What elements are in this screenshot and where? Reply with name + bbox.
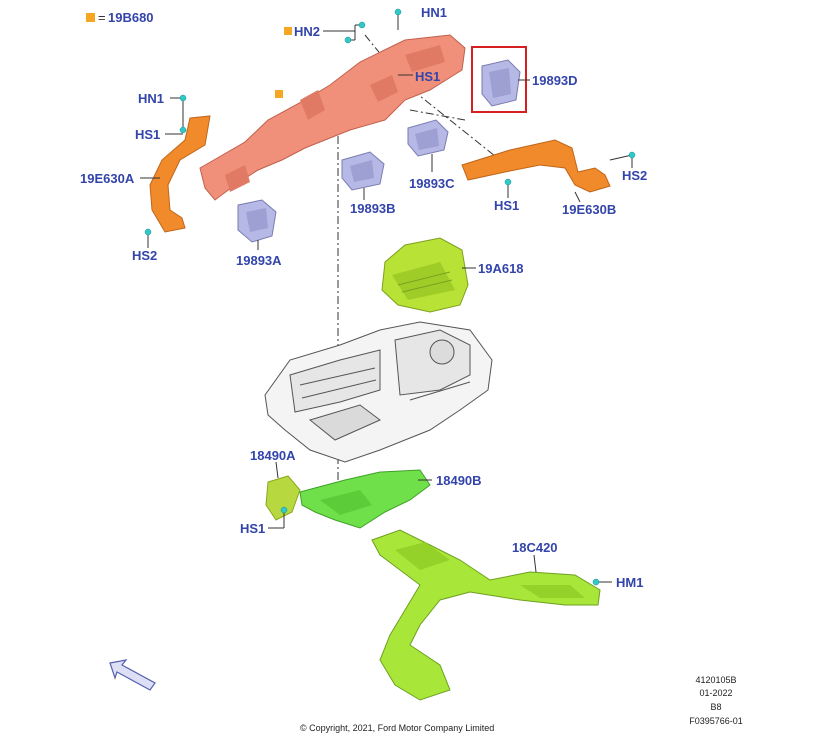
label-hs1-left: HS1 — [135, 127, 161, 142]
fasteners — [144, 8, 636, 586]
label-19893A: 19893A — [236, 253, 282, 268]
label-hs1-top: HS1 — [415, 69, 441, 84]
label-19A618: 19A618 — [478, 261, 524, 276]
duct-18490A — [265, 475, 301, 521]
vent-19893C — [407, 119, 449, 157]
left-duct-19E630A — [149, 115, 211, 233]
right-duct-19E630B — [461, 139, 611, 193]
label-18490B: 18490B — [436, 473, 482, 488]
label-hn2: HN2 — [294, 24, 321, 39]
reference-line1: 4120105B — [695, 675, 737, 685]
label-18C420: 18C420 — [512, 540, 558, 555]
label-19893C: 19893C — [409, 176, 455, 191]
label-18490A: 18490A — [250, 448, 296, 463]
label-19893B: 19893B — [350, 201, 396, 216]
legend-part: 19B680 — [108, 10, 154, 25]
label-hm1: HM1 — [616, 575, 644, 590]
label-hs1-mid: HS1 — [494, 198, 520, 213]
vent-19893B — [341, 151, 385, 191]
label-19893D: 19893D — [532, 73, 578, 88]
floor-duct-18C420 — [371, 529, 601, 701]
label-19E630B: 19E630B — [562, 202, 617, 217]
vent-19893A — [237, 199, 277, 243]
duct-18490B — [299, 469, 431, 529]
reference-line3: B8 — [710, 702, 722, 712]
label-hs2-right: HS2 — [622, 168, 648, 183]
label-19E630A: 19E630A — [80, 171, 135, 186]
label-hn1-top: HN1 — [421, 5, 448, 20]
legend-marker-duct — [275, 90, 283, 98]
vent-19893D — [481, 59, 521, 107]
label-hn1-left: HN1 — [138, 91, 165, 106]
hvac-housing — [264, 321, 493, 463]
legend-symbol: = — [98, 10, 106, 25]
reference-line2: 01-2022 — [699, 688, 733, 698]
blower-19A618 — [381, 237, 469, 313]
label-hs1-low: HS1 — [240, 521, 266, 536]
legend-marker-hn2 — [284, 27, 292, 35]
label-hs2-left: HS2 — [132, 248, 158, 263]
legend-square-icon — [86, 13, 95, 22]
reference-line4: F0395766-01 — [689, 716, 743, 726]
direction-arrow-icon — [109, 659, 156, 691]
copyright-text: © Copyright, 2021, Ford Motor Company Li… — [300, 723, 495, 733]
main-duct-19B680 — [199, 34, 466, 201]
